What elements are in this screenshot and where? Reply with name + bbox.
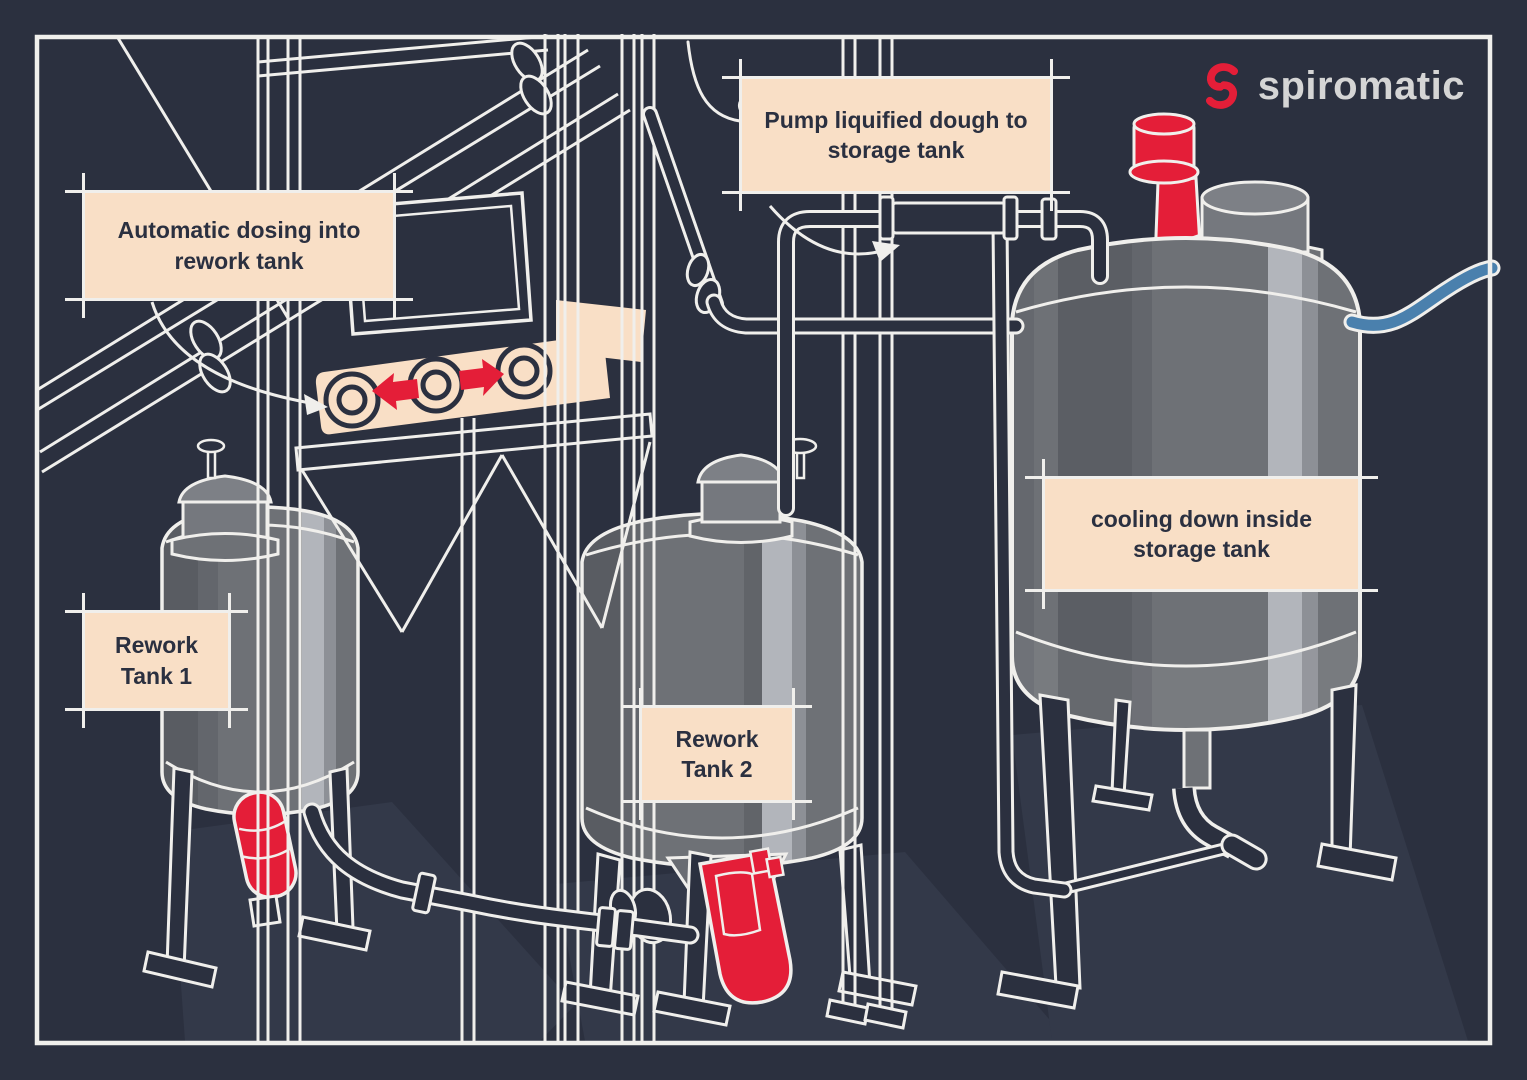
label-text: cooling down inside storage tank — [1090, 505, 1313, 562]
storage-tank — [996, 112, 1501, 1010]
frame-border — [34, 34, 1493, 1046]
blue-supply-hose — [1343, 259, 1501, 334]
label-pump-dough: Pump liquified dough to storage tank — [722, 59, 1070, 211]
crop-mark — [1025, 589, 1378, 592]
crop-mark — [65, 190, 413, 193]
crop-mark — [65, 298, 413, 301]
inline-pump-cartridge — [890, 201, 1008, 235]
label-text: Pump liquified dough to storage tank — [764, 106, 1028, 163]
pump-arrow — [768, 205, 887, 256]
dosing-arrowhead-icon — [304, 394, 328, 415]
crop-mark — [82, 593, 85, 728]
crop-mark — [622, 705, 812, 708]
piping — [302, 40, 1109, 951]
label-rework-tank-1: Rework Tank 1 — [65, 593, 248, 728]
flow-arrow-right-icon — [459, 359, 504, 396]
crop-mark — [1025, 476, 1378, 479]
label-automatic-dosing: Automatic dosing into rework tank — [65, 173, 413, 318]
pump-arrowhead-icon — [872, 241, 900, 262]
crop-mark — [622, 800, 812, 803]
crop-mark — [228, 593, 231, 728]
label-text: Rework Tank 2 — [675, 725, 759, 782]
label-cooling-down: cooling down inside storage tank — [1025, 459, 1378, 609]
crop-mark — [1358, 459, 1361, 609]
rework-tank-1 — [142, 438, 372, 989]
logo-wordmark: spiromatic — [1257, 63, 1465, 108]
crop-mark — [65, 708, 248, 711]
label-text: Automatic dosing into rework tank — [117, 217, 361, 274]
storage-legs — [996, 683, 1398, 1010]
storage-drain-valve — [1064, 728, 1268, 895]
label-rework-tank-2: Rework Tank 2 — [622, 688, 812, 820]
dosing-arrow — [150, 301, 317, 406]
tank2-lid — [700, 478, 782, 524]
crop-mark — [65, 610, 248, 613]
crop-mark — [1042, 459, 1045, 609]
spiromatic-swirl-icon — [1205, 63, 1238, 109]
crop-mark — [82, 173, 85, 318]
crop-mark — [393, 173, 396, 318]
flow-arrow-left-icon — [372, 373, 419, 410]
crop-mark — [739, 59, 742, 211]
crop-mark — [1050, 59, 1053, 211]
label-text: Rework Tank 1 — [114, 632, 199, 689]
crop-mark — [722, 191, 1070, 194]
crop-mark — [639, 688, 642, 820]
spiromatic-logo: spiromatic — [1196, 58, 1465, 114]
crop-mark — [792, 688, 795, 820]
pipe-couplings — [411, 195, 1058, 951]
crop-mark — [722, 76, 1070, 79]
annotation-arrows — [150, 205, 900, 415]
